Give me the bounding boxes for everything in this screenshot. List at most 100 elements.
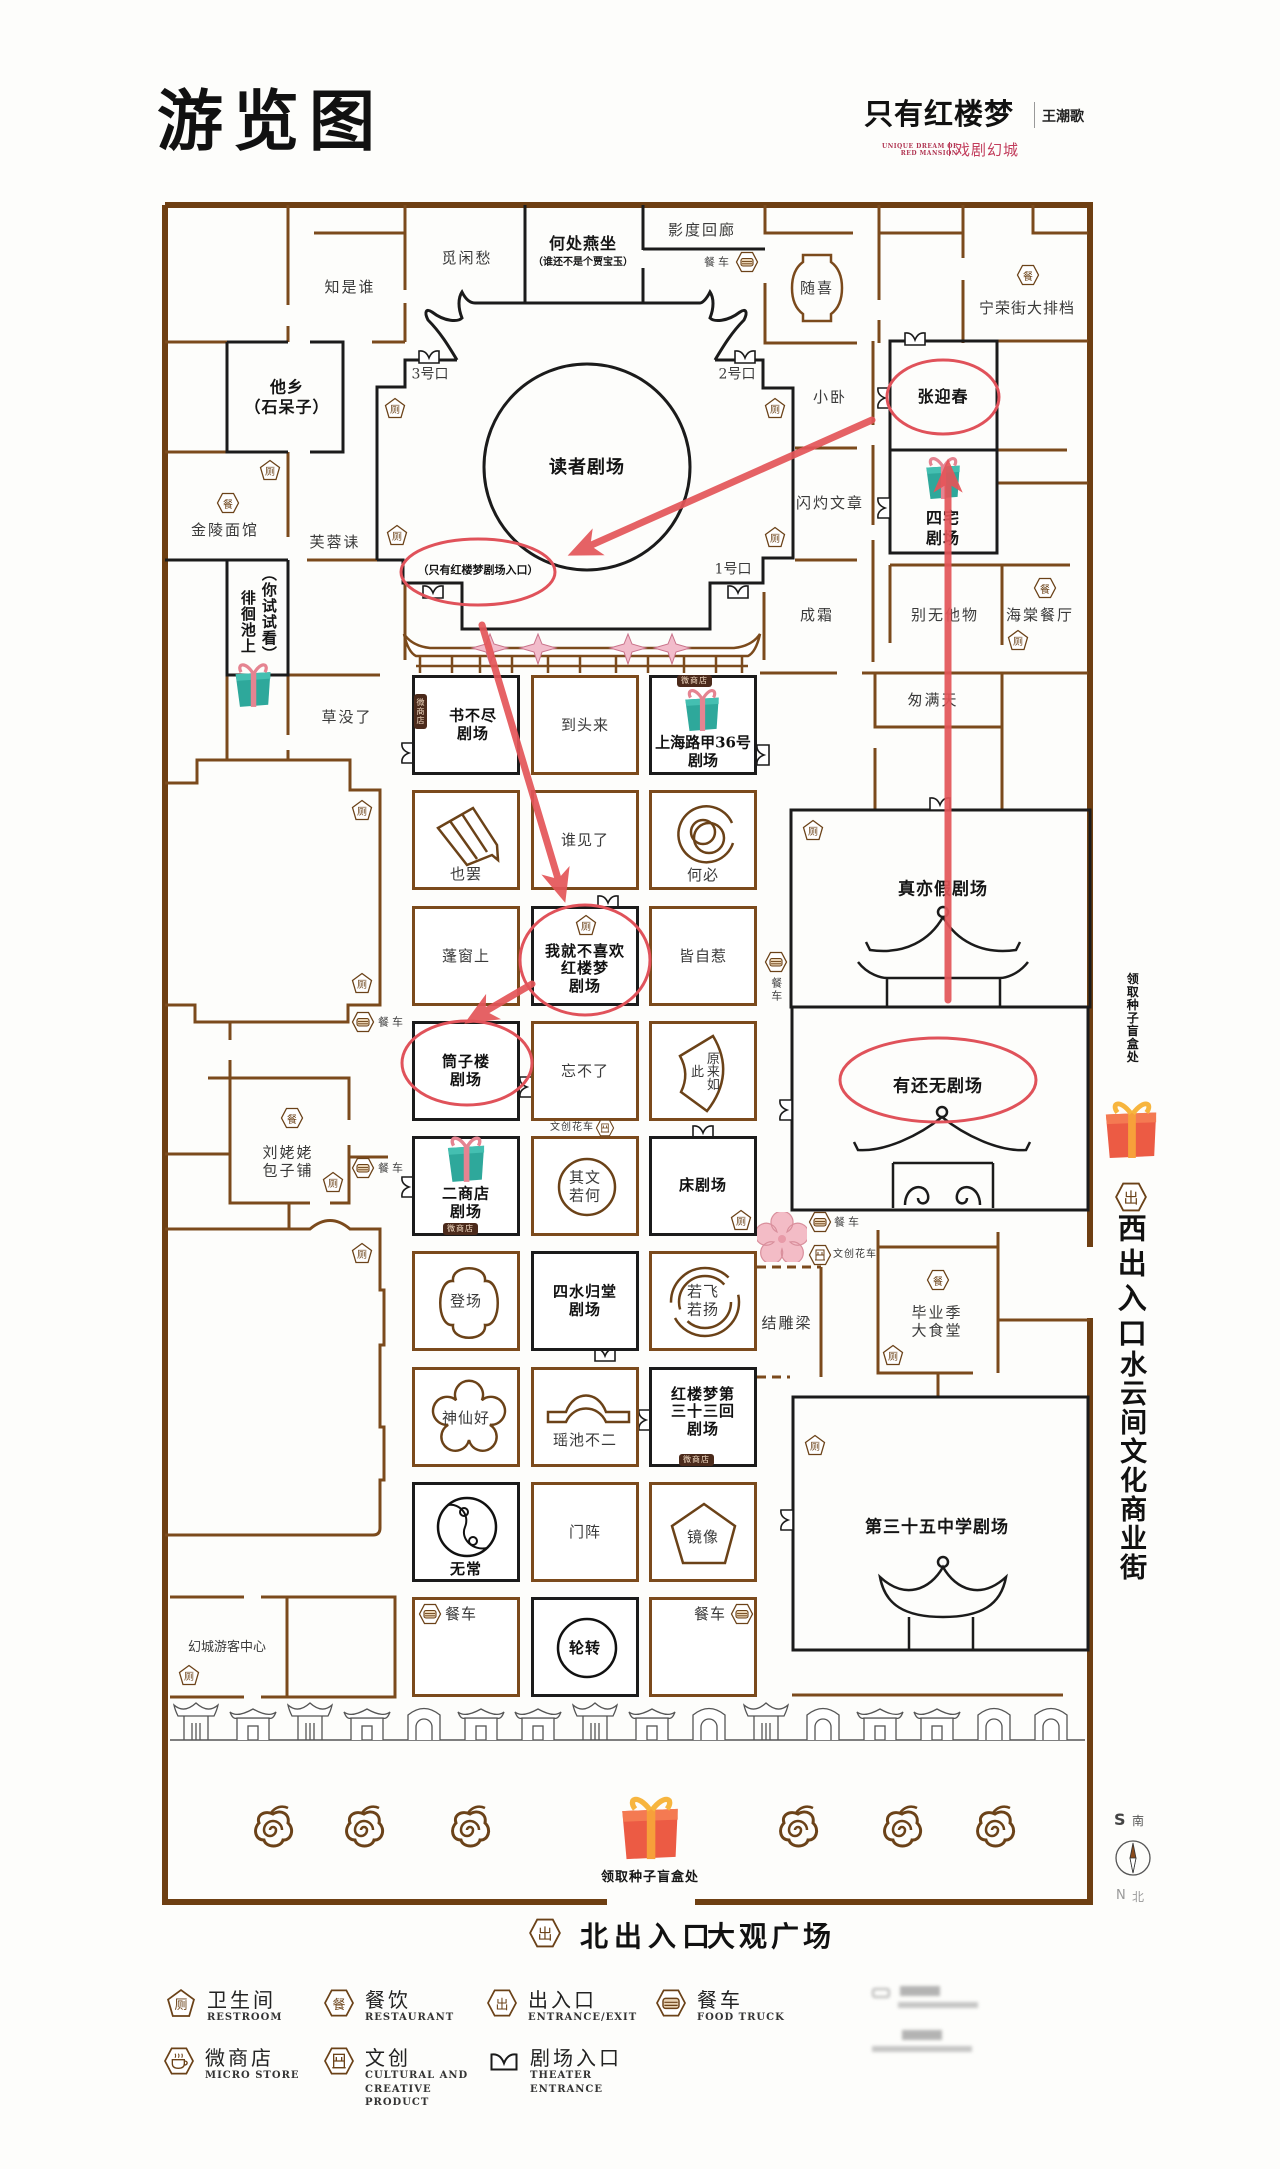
creative-product-icon: [323, 2046, 355, 2076]
restroom-icon: 厕: [384, 397, 406, 419]
restroom-glyph: 厕: [1013, 636, 1023, 648]
place-jie-diao-liang: 结雕梁: [761, 1313, 813, 1332]
legend-item-micro-store: 微商店 MICRO STORE: [163, 2046, 333, 2092]
restroom-icon: 厕: [802, 819, 824, 841]
place-he-chu-yan-zuo: 何处燕坐: [548, 234, 618, 254]
restroom-icon: 厕: [165, 1988, 197, 2018]
restroom-icon: 厕: [882, 1344, 904, 1366]
yin-yang-icon: [436, 1496, 498, 1558]
cell-name: 若飞 若扬: [686, 1282, 719, 1319]
legend-english: RESTAURANT: [365, 2012, 455, 2023]
place-shan-zhuo-wen-zhang: 闪灼文章: [795, 493, 865, 512]
restroom-glyph: 厕: [736, 1216, 746, 1228]
theater-si-zhai: 四宅 剧场: [925, 508, 961, 547]
bridge-icon: [546, 1394, 631, 1424]
gate-pavilion: [402, 633, 762, 673]
restroom-glyph: 厕: [357, 1249, 367, 1261]
food-truck-icon: [735, 251, 759, 273]
grid-cell-he-bi: 何必: [649, 790, 757, 890]
restroom-glyph: 厕: [357, 806, 367, 818]
theater-entrance-icon: [904, 332, 926, 346]
restroom-glyph: 厕: [810, 1441, 820, 1453]
restroom-icon: 厕: [259, 459, 281, 481]
grid-cell-wu-chang: 无常: [412, 1482, 520, 1582]
restaurant-glyph: 餐: [223, 499, 233, 511]
cell-name: 神仙好: [441, 1408, 490, 1427]
grid-cell-jie-zi-re: 皆自惹: [649, 906, 757, 1006]
compass-south-cn: 南: [1132, 1814, 1145, 1828]
micro-store-badge: 微商店: [677, 675, 712, 687]
restroom-glyph: 厕: [328, 1178, 338, 1190]
grid-cell-lun-zhuan: 轮转: [531, 1597, 639, 1697]
cell-name: 到头来: [560, 715, 609, 734]
place-he-chu-yan-zuo-note: （谁还不是个贾宝玉）: [533, 256, 633, 268]
north-exit-label: 北出入口: [580, 1920, 717, 1953]
restroom-icon: 厕: [386, 524, 408, 546]
logo-english-line2: RED MANSION: [900, 150, 958, 157]
exit-icon: 出: [486, 1988, 518, 2018]
theater-you-huan-wu: 有还无剧场: [893, 1076, 983, 1097]
restaurant-glyph: 餐: [332, 1997, 346, 2013]
grid-cell-ruo-fei-ruo-yang: 若飞 若扬: [649, 1251, 757, 1351]
restaurant-icon: 餐: [280, 1107, 304, 1129]
theater-entrance-icon: [877, 387, 891, 409]
logo-subtitle: 戏剧幻城: [955, 141, 1020, 159]
food-truck-icon: [808, 1211, 832, 1233]
theater-entrance-icon: [756, 744, 770, 766]
grid-cell-wo-jiu-bu-xi-huan: 厕 我就不喜欢 红楼梦 剧场: [531, 906, 639, 1006]
skyline-buildings: [170, 1702, 1085, 1741]
restroom-glyph: 厕: [888, 1351, 898, 1363]
brown-walls: [165, 205, 1090, 1699]
cell-name: 无常: [449, 1559, 482, 1578]
grid-cell-tong-zi-lou: 筒子楼 剧场: [412, 1021, 520, 1121]
exit-glyph: 出: [537, 1924, 553, 1943]
grid-cell-wang-bu-liao: 忘不了: [531, 1021, 639, 1121]
food-truck-label: 餐车: [834, 1215, 862, 1229]
logo-english-line1: UNIQUE DREAM OF: [882, 143, 958, 150]
place-ning-rong-jie: 宁荣街大排档: [978, 298, 1076, 317]
legend-item-entrance-exit: 出 出入口 ENTRANCE/EXIT: [486, 1988, 656, 2034]
cell-name: 书不尽 剧场: [448, 706, 497, 743]
restroom-glyph: 厕: [265, 466, 275, 478]
cell-name: 何必: [686, 865, 719, 884]
cloud-icon: [976, 1805, 1016, 1848]
restroom-icon: 厕: [351, 972, 373, 994]
legend-english: THEATER ENTRANCE: [530, 2070, 603, 2095]
legend-item-creative-product: 文创 CULTURAL AND CREATIVE PRODUCT: [323, 2046, 493, 2108]
restaurant-icon: 餐: [323, 1988, 355, 2018]
theater-entrance-icon: [422, 585, 444, 599]
grid-cell-yuan-lai-ru-ci: 原来如此: [649, 1021, 757, 1121]
grid-cell-qi-wen-ruo-he: 其文 若何: [531, 1136, 639, 1236]
theater-du-zhe: 读者剧场: [549, 457, 625, 479]
exit-icon: 出: [1114, 1181, 1148, 1213]
legend-english: FOOD TRUCK: [697, 2012, 785, 2023]
logo-divider: [1034, 102, 1035, 128]
cell-name: 瑶池不二: [552, 1430, 617, 1449]
exit-glyph: 出: [1123, 1188, 1139, 1207]
place-cao-mei-le: 草没了: [321, 707, 373, 726]
restaurant-glyph: 餐: [1040, 584, 1050, 596]
restroom-glyph: 厕: [184, 1671, 194, 1683]
cell-name: 原来如此: [688, 1051, 719, 1091]
cloud-icon: [451, 1805, 491, 1848]
restaurant-icon: 餐: [1016, 264, 1040, 286]
black-walls: [165, 205, 1092, 1652]
restroom-glyph: 厕: [174, 1997, 188, 2013]
grid-cell-shu-bu-jin: 书不尽 剧场 微商店: [412, 675, 520, 775]
creative-cart-label: 文创花车: [550, 1121, 594, 1133]
blind-box-gift-icon: [618, 1790, 682, 1862]
restaurant-icon: 餐: [216, 492, 240, 514]
food-truck-icon: [764, 951, 788, 973]
restroom-glyph: 厕: [808, 826, 818, 838]
fan-icon: [678, 1034, 725, 1113]
restaurant-glyph: 餐: [1023, 271, 1033, 283]
legend-label: 出入口: [528, 1988, 597, 2012]
restroom-glyph: 厕: [770, 404, 780, 416]
grid-cell-peng-chuang-shang: 蓬窗上: [412, 906, 520, 1006]
theater-entrance-icon: [877, 497, 891, 519]
cell-name: 上海路甲36号 剧场: [655, 733, 751, 770]
exit-icon: 出: [528, 1917, 562, 1949]
roof-ornament-left: [424, 289, 476, 361]
grid-cell-shanghai-lu: 微商店 上海路甲36号 剧场: [649, 675, 757, 775]
